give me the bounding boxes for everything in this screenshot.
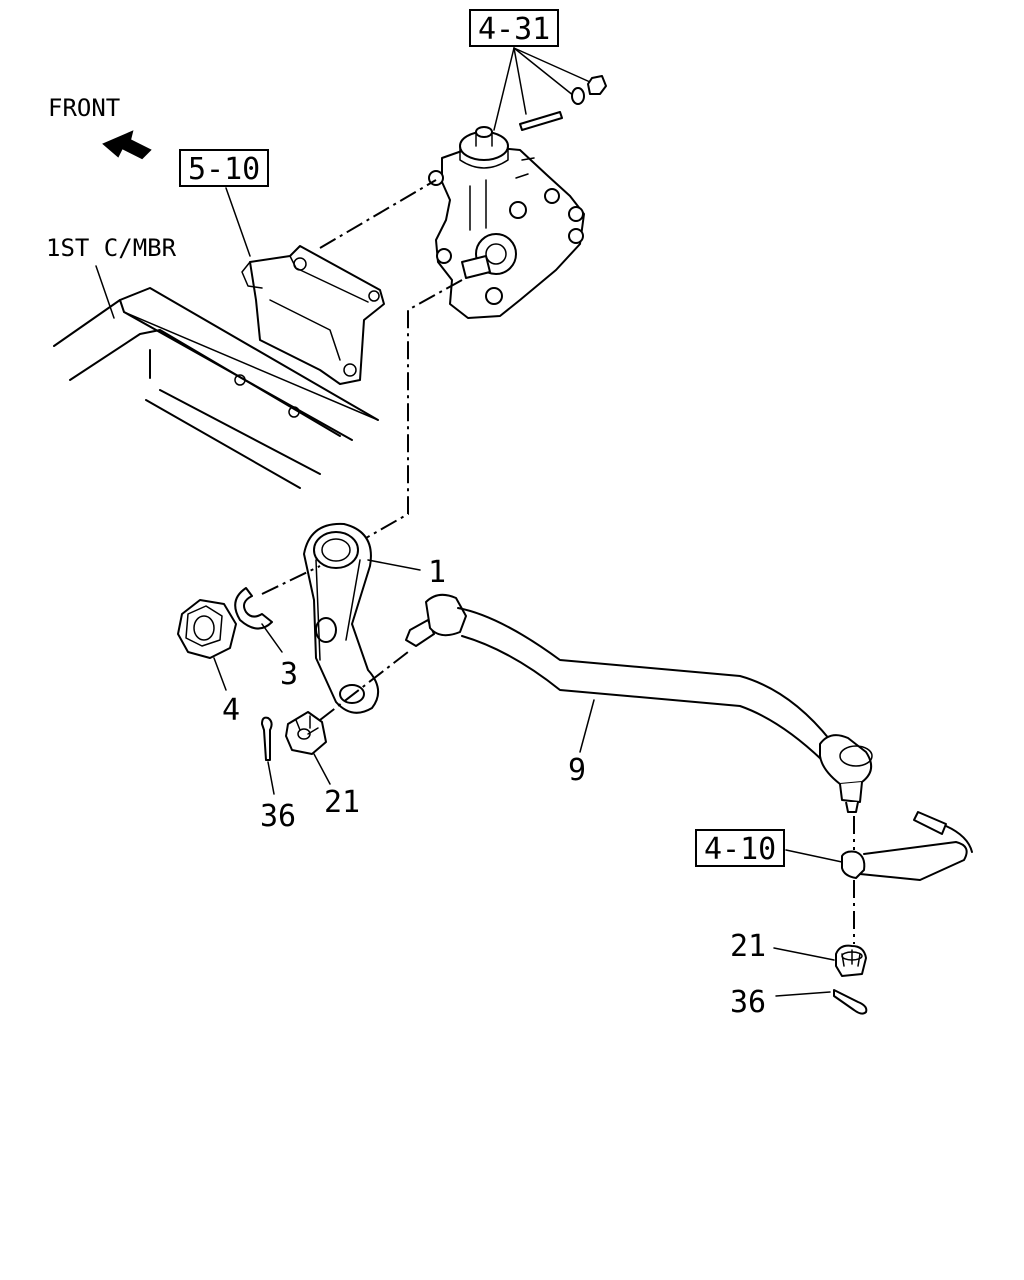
callout-castle-nut-upper: 21 [324, 785, 360, 820]
drag-link [405, 593, 873, 813]
pitman-nut [177, 599, 237, 659]
crossmember [53, 287, 379, 489]
ref-box-steering-gear [469, 9, 559, 47]
callout-cotter-pin-upper: 36 [260, 799, 296, 834]
callout-drag-link: 9 [568, 753, 586, 788]
callout-lock-washer: 3 [280, 657, 298, 692]
cotter-pin-lower [833, 989, 868, 1015]
gear-bracket [241, 245, 385, 385]
callout-pitman-arm: 1 [428, 555, 446, 590]
ref-knuckle-arm: 4-10 [704, 832, 776, 867]
lock-washer [234, 587, 273, 630]
front-arrow-icon [102, 130, 152, 160]
ref-box-gear-bracket [179, 149, 269, 187]
ref-steering-gear: 4-31 [478, 12, 550, 47]
pitman-arm [303, 522, 379, 714]
castle-nut-upper [285, 711, 327, 755]
front-label: FRONT [48, 94, 120, 122]
ref-box-knuckle-arm [695, 829, 785, 867]
callout-cotter-pin-lower: 36 [730, 985, 766, 1020]
cotter-pin-upper [261, 716, 273, 761]
crossmember-label: 1ST C/MBR [46, 234, 177, 262]
ref-gear-bracket: 5-10 [188, 152, 260, 187]
callout-castle-nut-lower: 21 [730, 929, 766, 964]
steering-gear-box [428, 126, 585, 319]
steering-gear-fasteners [519, 75, 607, 131]
castle-nut-lower [835, 944, 867, 977]
callout-pitman-nut: 4 [222, 693, 240, 728]
knuckle-arm [841, 811, 973, 881]
